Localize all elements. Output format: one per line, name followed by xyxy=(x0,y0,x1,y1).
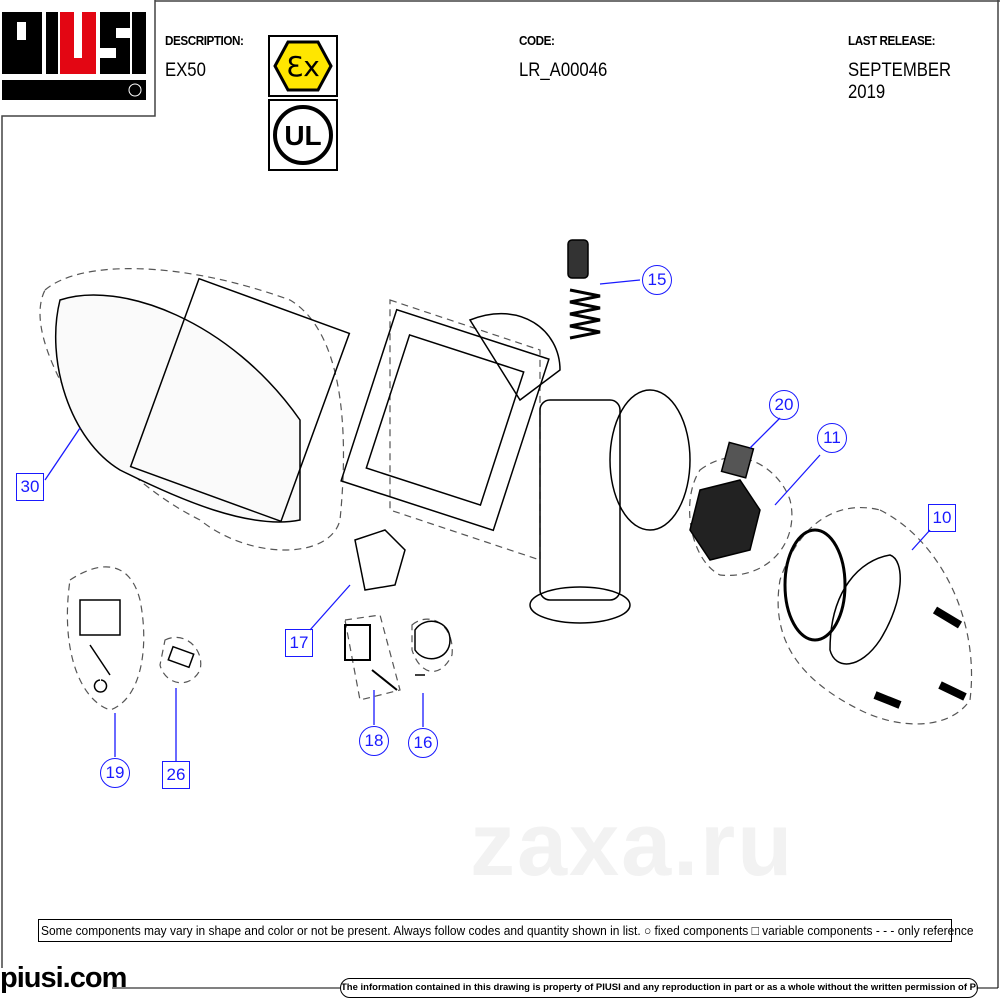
svg-text:Ɛx: Ɛx xyxy=(286,50,320,83)
reference-outline-flange xyxy=(777,506,973,725)
svg-text:UL: UL xyxy=(284,120,321,151)
atex-ex-badge: Ɛx xyxy=(268,35,338,97)
reference-outline-bracket xyxy=(411,618,453,673)
release-value: SEPTEMBER 2019 xyxy=(848,60,952,103)
components-note: Some components may vary in shape and co… xyxy=(38,919,974,942)
description-label: DESCRIPTION: xyxy=(165,33,244,48)
callout-18: 18 xyxy=(359,726,389,756)
components-note-text: Some components may vary in shape and co… xyxy=(41,923,974,938)
callout-26: 26 xyxy=(162,761,190,789)
description-value: EX50 xyxy=(165,60,206,81)
callout-16: 16 xyxy=(408,728,438,758)
reference-outline-kit26 xyxy=(159,636,202,684)
callout-19: 19 xyxy=(100,758,130,788)
callout-11: 11 xyxy=(817,423,847,453)
reference-outline-kit19 xyxy=(66,566,145,711)
callout-20: 20 xyxy=(769,390,799,420)
callout-30: 30 xyxy=(16,473,44,501)
legal-notice: The information contained in this drawin… xyxy=(340,978,978,998)
leader-lines xyxy=(44,279,931,761)
callout-10: 10 xyxy=(928,504,956,532)
pump-parts xyxy=(54,239,967,709)
code-label: CODE: xyxy=(519,33,555,48)
watermark: zaxa.ru xyxy=(470,795,795,895)
release-label: LAST RELEASE: xyxy=(848,33,936,48)
reference-outline-switch xyxy=(344,614,401,701)
code-value: LR_A00046 xyxy=(519,60,608,81)
callout-15: 15 xyxy=(642,265,672,295)
piusi-logo xyxy=(2,12,146,100)
ul-badge: UL xyxy=(268,99,338,171)
piusi-website[interactable]: piusi.com xyxy=(0,962,127,994)
callout-17: 17 xyxy=(285,629,313,657)
